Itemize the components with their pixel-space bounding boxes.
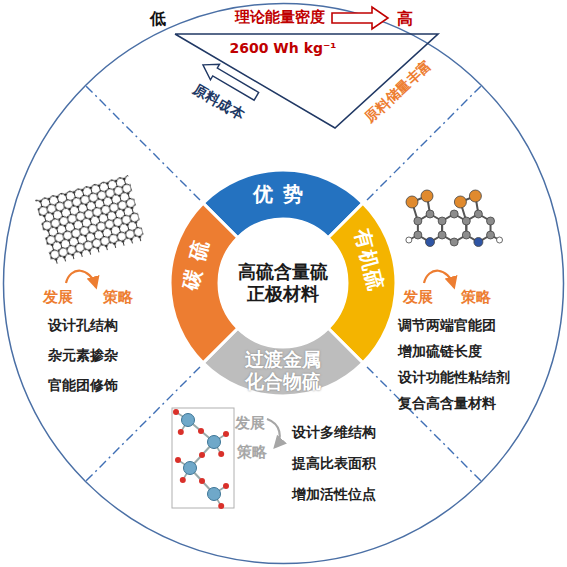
axis-end-label: 高 [397, 10, 413, 28]
outer-circle [4, 4, 564, 564]
oxygen-atom [199, 478, 205, 484]
oxygen-atom [223, 431, 229, 437]
strategy-item: 增加硫链长度 [398, 343, 482, 359]
strategy-item: 设计功能性粘结剂 [398, 369, 510, 385]
atom [414, 231, 422, 239]
strategy-arrow [66, 271, 96, 287]
atom [450, 238, 458, 246]
strategy-tag: 策略 [461, 289, 491, 306]
oxygen-atom [218, 451, 224, 457]
energy-value: 2600 Wh kg⁻¹ [230, 40, 337, 56]
triangle-outline [175, 34, 438, 128]
center-circle: 高硫含量硫正极材料 [218, 218, 348, 348]
segment-label: 优势 [253, 183, 313, 206]
strategy-item: 复合高含量材料 [398, 395, 496, 411]
strategy-arrow [267, 419, 280, 447]
oxygen-atom [223, 483, 229, 489]
quadrant-dividers [86, 86, 482, 482]
metal-atom [182, 414, 195, 427]
atom [426, 238, 435, 247]
graphene-sheet [35, 175, 145, 265]
oxygen-atom [173, 409, 179, 415]
axis-end-label: 低 [150, 10, 166, 28]
metal-atom [208, 488, 221, 501]
oxygen-atom [218, 503, 224, 509]
atom [469, 190, 481, 202]
atom [414, 217, 422, 225]
atom [497, 237, 503, 243]
atom [474, 210, 482, 218]
strategy-item: 设计多维结构 [292, 424, 376, 440]
strategy-item: 官能团修饰 [48, 377, 118, 393]
hollow-arrow [332, 7, 388, 29]
atom [421, 190, 433, 202]
strategy-arrow [424, 271, 454, 287]
atom [462, 217, 470, 225]
atom [406, 196, 418, 208]
metal-atom [184, 462, 197, 475]
oxygen-atom [175, 457, 181, 463]
strategy-item: 杂元素掺杂 [48, 347, 118, 363]
atom [426, 210, 434, 218]
oxygen-atom [178, 429, 184, 435]
node-label: 高硫含量硫正极材料 [231, 218, 335, 348]
unit-cell [172, 408, 234, 508]
strategy-item: 设计孔结构 [48, 317, 118, 333]
strategy-tag: 策略 [103, 289, 133, 306]
atom [487, 217, 495, 225]
atom [474, 238, 483, 247]
strategy-tag: 策略 [237, 444, 267, 461]
strategy-item: 提高比表面积 [292, 455, 376, 471]
strategy-tag: 发展 [43, 289, 73, 306]
strategy-item: 调节两端官能团 [398, 317, 496, 333]
atom [406, 237, 412, 243]
oxygen-atom [199, 452, 205, 458]
atom [462, 231, 470, 239]
metal-atom [208, 436, 221, 449]
atom [487, 231, 495, 239]
segment-label: 过渡金属化合物硫 [242, 349, 324, 393]
oxygen-atom [180, 477, 186, 483]
atom [438, 217, 446, 225]
strategy-item: 增加活性位点 [292, 486, 376, 502]
strategy-tag: 发展 [235, 415, 265, 432]
axis-title: 理论能量密度 [235, 9, 325, 26]
oxygen-atom [198, 428, 204, 434]
axis-label: 原料储量丰富 [362, 57, 435, 126]
atom [450, 210, 458, 218]
atom [454, 196, 466, 208]
atom [438, 231, 446, 239]
strategy-tag: 发展 [403, 289, 433, 306]
